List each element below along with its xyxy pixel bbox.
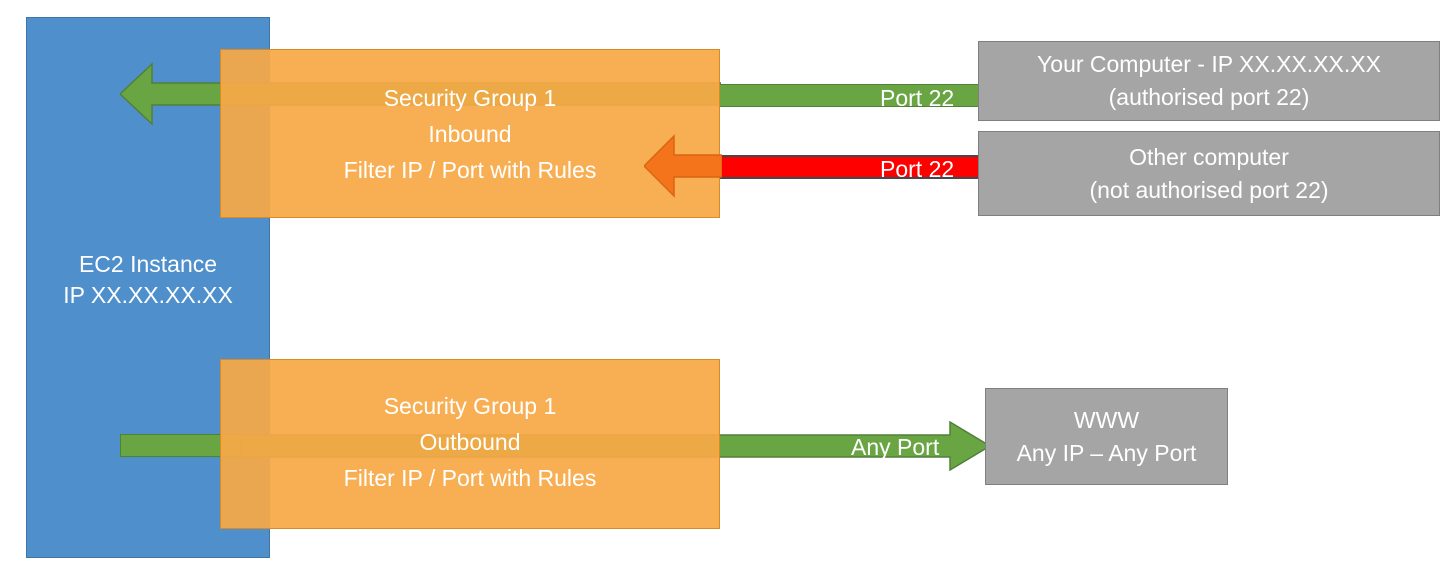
your-computer-name: Your Computer - IP XX.XX.XX.XX — [1037, 51, 1381, 77]
endpoint-www-box: WWW Any IP – Any Port — [985, 388, 1228, 485]
endpoint-your-computer-box: Your Computer - IP XX.XX.XX.XX (authoris… — [978, 41, 1440, 121]
denied-inbound-band — [718, 155, 980, 179]
endpoint-other-computer-box: Other computer (not authorised port 22) — [978, 131, 1440, 216]
other-computer-auth: (not authorised port 22) — [1089, 176, 1329, 203]
www-name: WWW — [1073, 406, 1140, 433]
your-computer-auth: (authorised port 22) — [1108, 84, 1310, 110]
other-computer-name: Other computer — [1129, 143, 1289, 170]
security-group-inbound-box — [220, 49, 720, 218]
security-group-outbound-box — [220, 359, 720, 529]
blocked-inbound-arrow-icon — [644, 134, 722, 198]
www-detail: Any IP – Any Port — [1016, 439, 1197, 466]
allowed-inbound-band — [718, 84, 980, 107]
